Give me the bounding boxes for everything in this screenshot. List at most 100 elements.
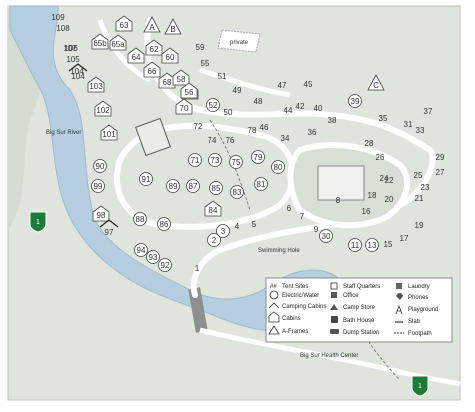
tent-site[interactable]: 46 xyxy=(260,123,269,132)
electric-site[interactable]: 75 xyxy=(229,155,243,169)
tent-site[interactable]: 105 xyxy=(66,55,80,64)
electric-site[interactable]: 90 xyxy=(93,159,107,173)
tent-site[interactable]: 76 xyxy=(226,136,235,145)
electric-site[interactable]: 83 xyxy=(230,185,244,199)
tent-site[interactable]: 107 xyxy=(63,44,77,53)
tent-site[interactable]: 40 xyxy=(314,104,323,113)
cabin-site[interactable]: 103 xyxy=(87,76,105,93)
tent-site[interactable]: 22 xyxy=(385,176,394,185)
aframe-site[interactable]: A xyxy=(143,16,161,33)
electric-site[interactable]: 3 xyxy=(216,224,230,238)
tent-site[interactable]: 21 xyxy=(415,194,424,203)
cabin-site[interactable]: 84 xyxy=(204,200,222,217)
tent-site[interactable]: 78 xyxy=(248,126,257,135)
legend-label: Laundry xyxy=(408,284,430,290)
tent-site[interactable]: 1 xyxy=(195,264,200,273)
aframe-site[interactable]: C xyxy=(367,74,385,91)
electric-site[interactable]: 13 xyxy=(365,238,379,252)
electric-site[interactable]: 85 xyxy=(209,181,223,195)
electric-site[interactable]: 11 xyxy=(348,238,362,252)
electric-site[interactable]: 88 xyxy=(133,212,147,226)
tent-site[interactable]: 49 xyxy=(233,86,242,95)
tent-site[interactable]: 50 xyxy=(224,108,233,117)
tent-site[interactable]: 74 xyxy=(208,136,217,145)
tent-site[interactable]: 8 xyxy=(336,196,341,205)
tent-site[interactable]: 36 xyxy=(308,128,317,137)
electric-site[interactable]: 71 xyxy=(188,153,202,167)
electric-site[interactable]: 86 xyxy=(157,217,171,231)
tent-site[interactable]: 6 xyxy=(287,204,292,213)
tent-site[interactable]: 19 xyxy=(415,221,424,230)
cabin-site[interactable]: 64 xyxy=(127,47,145,64)
cabin-site[interactable]: 65a xyxy=(109,34,127,51)
tent-site[interactable]: 15 xyxy=(384,240,393,249)
tent-site[interactable]: 26 xyxy=(376,153,385,162)
tent-site[interactable]: 59 xyxy=(196,43,205,52)
electric-site[interactable]: 92 xyxy=(158,258,172,272)
tent-site[interactable]: 17 xyxy=(400,234,409,243)
tent-site[interactable]: 20 xyxy=(385,195,394,204)
site-number: 85 xyxy=(212,184,221,193)
electric-site[interactable]: 94 xyxy=(134,243,148,257)
cabin-site[interactable]: 70 xyxy=(175,98,193,115)
tent-site[interactable]: 42 xyxy=(296,102,305,111)
tent-site[interactable]: 51 xyxy=(218,72,227,81)
tent-site[interactable]: 34 xyxy=(281,134,290,143)
electric-site[interactable]: 30 xyxy=(319,229,333,243)
electric-site[interactable]: 79 xyxy=(251,150,265,164)
tent-site[interactable]: 28 xyxy=(365,139,374,148)
tent-site[interactable]: 47 xyxy=(278,81,287,90)
tent-site[interactable]: 106 xyxy=(64,44,78,53)
cabin-site[interactable]: 65b xyxy=(91,33,109,50)
cabin-site[interactable]: 101 xyxy=(100,124,118,141)
electric-site[interactable]: 2 xyxy=(207,233,221,247)
cabin-site[interactable]: 98 xyxy=(92,205,110,222)
aframe-site[interactable]: B xyxy=(164,18,182,35)
electric-site[interactable]: 89 xyxy=(166,179,180,193)
tent-site[interactable]: 27 xyxy=(436,168,445,177)
electric-site[interactable]: 52 xyxy=(206,98,220,112)
electric-site[interactable]: 80 xyxy=(271,160,285,174)
tent-site[interactable]: 23 xyxy=(421,183,430,192)
tent-site[interactable]: 72 xyxy=(194,122,203,131)
tent-site[interactable]: 25 xyxy=(414,171,423,180)
tent-site[interactable]: 29 xyxy=(436,153,445,162)
tent-site[interactable]: 38 xyxy=(328,116,337,125)
tent-site[interactable]: 7 xyxy=(300,212,305,221)
tent-site[interactable]: 35 xyxy=(379,114,388,123)
tent-site[interactable]: 16 xyxy=(362,207,371,216)
cabin-site[interactable]: 62 xyxy=(145,39,163,56)
tent-site[interactable]: 48 xyxy=(254,97,263,106)
tent-site[interactable]: 5 xyxy=(252,220,257,229)
electric-site[interactable]: 87 xyxy=(186,179,200,193)
tent-site[interactable]: 44 xyxy=(284,106,293,115)
tent-site[interactable]: 24 xyxy=(380,174,389,183)
tent-site[interactable]: 31 xyxy=(404,120,413,129)
site-number: 107 xyxy=(63,44,77,53)
tent-site[interactable]: 45 xyxy=(304,80,313,89)
cabin-site[interactable]: 63 xyxy=(115,15,133,32)
tent-site[interactable]: 109 xyxy=(51,13,65,22)
tent-site[interactable]: 37 xyxy=(424,107,433,116)
tent-site[interactable]: 108 xyxy=(56,24,70,33)
tent-site[interactable]: 55 xyxy=(201,59,210,68)
cabin-site[interactable]: 56 xyxy=(180,82,198,99)
central-building xyxy=(135,117,171,157)
camping-cabin-site[interactable]: 97 xyxy=(99,219,119,237)
electric-site[interactable]: 39 xyxy=(348,94,362,108)
tent-site[interactable]: 18 xyxy=(368,191,377,200)
tent-site[interactable]: 104 xyxy=(70,67,84,76)
tent-site[interactable]: 4 xyxy=(235,222,240,231)
electric-site[interactable]: 81 xyxy=(254,177,268,191)
cabin-site[interactable]: 102 xyxy=(94,100,112,117)
cabin-site[interactable]: 60 xyxy=(161,47,179,64)
cabin-site[interactable]: 66 xyxy=(143,61,161,78)
tent-site[interactable]: 9 xyxy=(314,225,319,234)
electric-site[interactable]: 73 xyxy=(208,153,222,167)
electric-site[interactable]: 99 xyxy=(91,179,105,193)
tent-site[interactable]: 33 xyxy=(416,126,425,135)
cabin-site[interactable]: 68 xyxy=(158,72,176,89)
camping-cabin-site[interactable]: 104 xyxy=(68,63,88,81)
electric-site[interactable]: 91 xyxy=(139,172,153,186)
electric-site[interactable]: 93 xyxy=(146,250,160,264)
